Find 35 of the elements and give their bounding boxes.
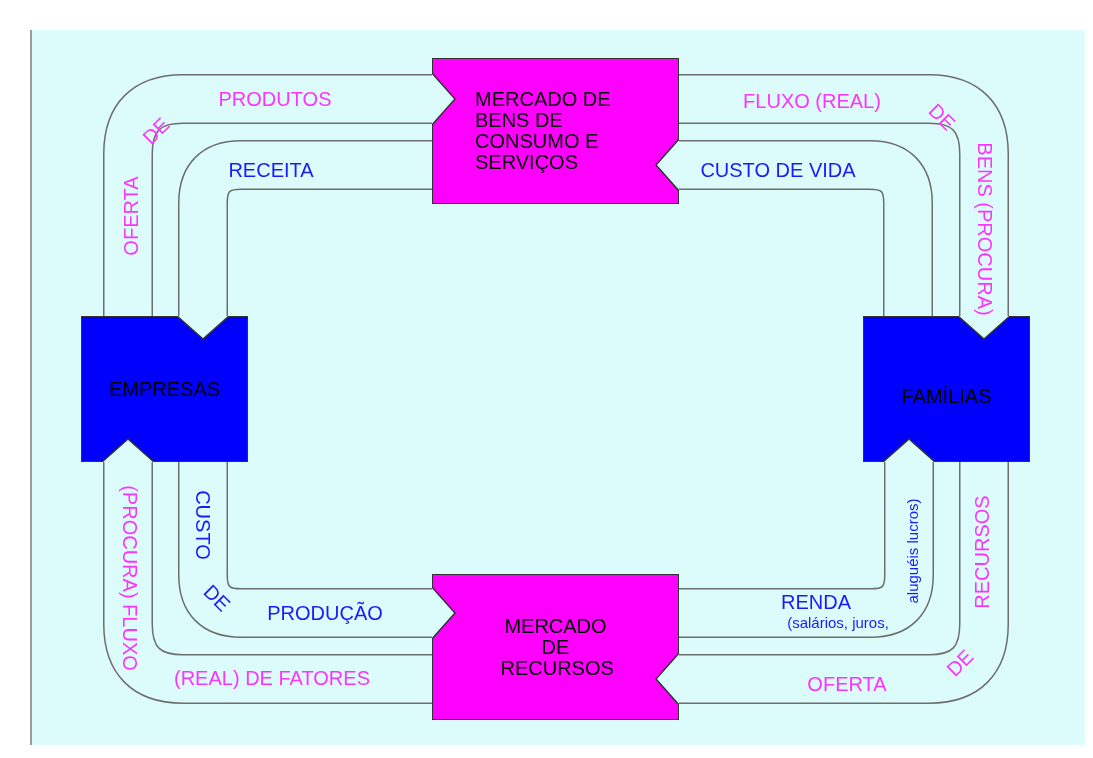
market-box: [432, 574, 679, 720]
flow-channel: [176, 140, 432, 340]
flow-label: PRODUTOS: [218, 89, 332, 109]
flow-label: DE: [925, 100, 959, 134]
flow-label: DE: [943, 646, 977, 680]
flow-label: RENDA: [781, 592, 851, 612]
flow-label: (REAL) DE FATORES: [174, 668, 370, 688]
flow-label: DE: [200, 581, 234, 615]
flow-channel: [178, 462, 456, 640]
node-label: FAMÍLIAS: [900, 385, 993, 407]
flow-label: RECURSOS: [972, 495, 992, 609]
flow-channel: [101, 438, 432, 704]
node-label: MERCADO DE RECURSOS: [500, 615, 611, 679]
sector-box: [863, 316, 1030, 462]
flow-label: PRODUÇÃO: [267, 603, 383, 623]
flow-label: CUSTO: [193, 490, 213, 560]
flow-label: FLUXO (REAL): [743, 91, 881, 111]
flow-label: OFERTA: [121, 176, 141, 256]
flow-label: (salários, juros,: [787, 614, 889, 630]
flow-channel: [103, 72, 456, 316]
flow-label: (PROCURA) FLUXO: [120, 485, 140, 671]
sector-box: [81, 316, 248, 462]
flow-channel: [679, 438, 936, 638]
flow-channel: [655, 462, 1009, 706]
market-box: [432, 58, 679, 204]
flow-label: RECEITA: [228, 160, 314, 180]
flow-label: CUSTO DE VIDA: [700, 160, 856, 180]
flow-label: BENS (PROCURA): [975, 142, 995, 316]
flow-label: aluguéis lucros): [904, 498, 920, 604]
flow-label: DE: [139, 114, 173, 148]
flow-label: OFERTA: [807, 674, 887, 694]
flow-channel: [679, 74, 1011, 340]
node-label: MERCADO DE BENS DE CONSUMO E SERVIÇOS: [475, 89, 612, 173]
node-label: EMPRESAS: [107, 378, 222, 400]
flow-channel: [655, 138, 933, 316]
